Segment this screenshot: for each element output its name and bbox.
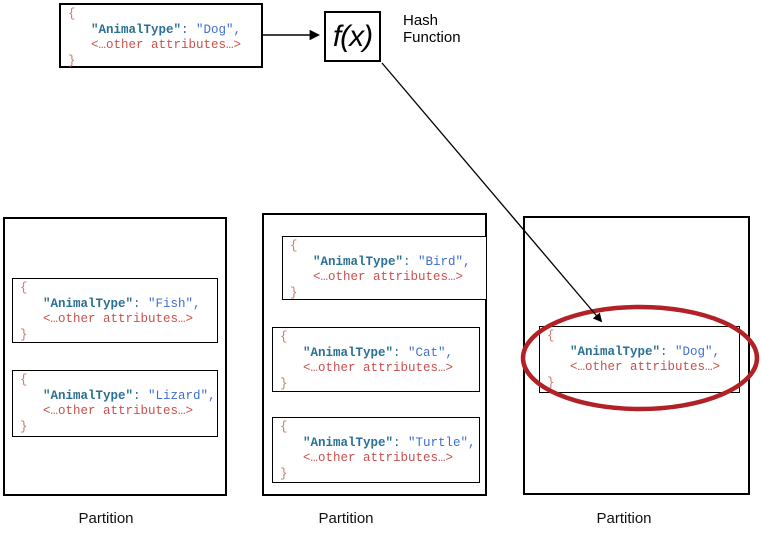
code-value-token: "Cat", [408,345,454,360]
document-card-fish: { "AnimalType": "Fish", <…other attribut… [12,278,218,343]
code-attributes-line: <…other attributes…> [43,312,194,326]
code-open-brace: { [68,7,76,21]
code-open-brace: { [20,281,28,295]
code-close-brace: } [280,376,288,391]
code-open-brace: { [20,373,28,387]
code-open-brace: { [547,329,555,343]
input-document-card: { "AnimalType": "Dog", <…other attribute… [59,3,263,68]
code-close-brace: } [547,375,555,390]
code-key-token: "AnimalType" [303,345,394,360]
code-key-token: "AnimalType" [91,22,182,37]
partition-label-3: Partition [596,510,652,527]
code-colon-token: : [403,254,411,269]
code-key-value-line: "AnimalType": "Lizard", [13,389,217,405]
code-key-token: "AnimalType" [43,296,134,311]
code-open-brace: { [280,420,288,434]
code-value-token: "Turtle", [408,435,476,450]
code-key-value-line: "AnimalType": "Dog", [61,23,261,39]
code-key-token: "AnimalType" [303,435,394,450]
code-open-brace: { [290,239,298,253]
code-key-token: "AnimalType" [43,388,134,403]
code-value-token: "Lizard", [148,388,216,403]
document-card-cat: { "AnimalType": "Cat", <…other attribute… [272,327,480,392]
code-close-brace: } [68,53,76,68]
partition-box-1 [3,217,227,496]
code-open-brace: { [280,330,288,344]
code-colon-token: : [133,296,141,311]
code-key-value-line: "AnimalType": "Fish", [13,297,217,313]
code-key-value-line: "AnimalType": "Dog", [540,345,739,361]
code-key-value-line: "AnimalType": "Bird", [283,255,486,271]
code-value-token: "Bird", [418,254,471,269]
hash-function-caption: Hash Function [403,12,461,46]
code-value-token: "Fish", [148,296,201,311]
code-colon-token: : [393,435,401,450]
code-attributes-line: <…other attributes…> [43,404,194,418]
code-attributes-line: <…other attributes…> [91,38,242,52]
code-key-token: "AnimalType" [313,254,404,269]
document-card-dog: { "AnimalType": "Dog", <…other attribute… [539,326,740,393]
partition-label-2: Partition [318,510,374,527]
code-attributes-line: <…other attributes…> [303,361,454,375]
document-card-bird: { "AnimalType": "Bird", <…other attribut… [282,236,487,300]
code-attributes-line: <…other attributes…> [303,451,454,465]
code-close-brace: } [20,419,28,434]
code-colon-token: : [133,388,141,403]
document-card-lizard: { "AnimalType": "Lizard", <…other attrib… [12,370,218,437]
code-close-brace: } [290,285,298,300]
code-attributes-line: <…other attributes…> [570,360,721,374]
code-colon-token: : [660,344,668,359]
code-value-token: "Dog", [675,344,721,359]
code-value-token: "Dog", [196,22,242,37]
code-close-brace: } [20,327,28,342]
hash-function-symbol: f(x) [332,19,373,53]
hash-function-box: f(x) [324,11,381,62]
code-key-value-line: "AnimalType": "Cat", [273,346,479,362]
code-key-value-line: "AnimalType": "Turtle", [273,436,479,452]
code-colon-token: : [393,345,401,360]
document-card-turtle: { "AnimalType": "Turtle", <…other attrib… [272,417,480,483]
code-colon-token: : [181,22,189,37]
partition-label-1: Partition [78,510,134,527]
code-close-brace: } [280,466,288,481]
code-key-token: "AnimalType" [570,344,661,359]
code-attributes-line: <…other attributes…> [313,270,464,284]
